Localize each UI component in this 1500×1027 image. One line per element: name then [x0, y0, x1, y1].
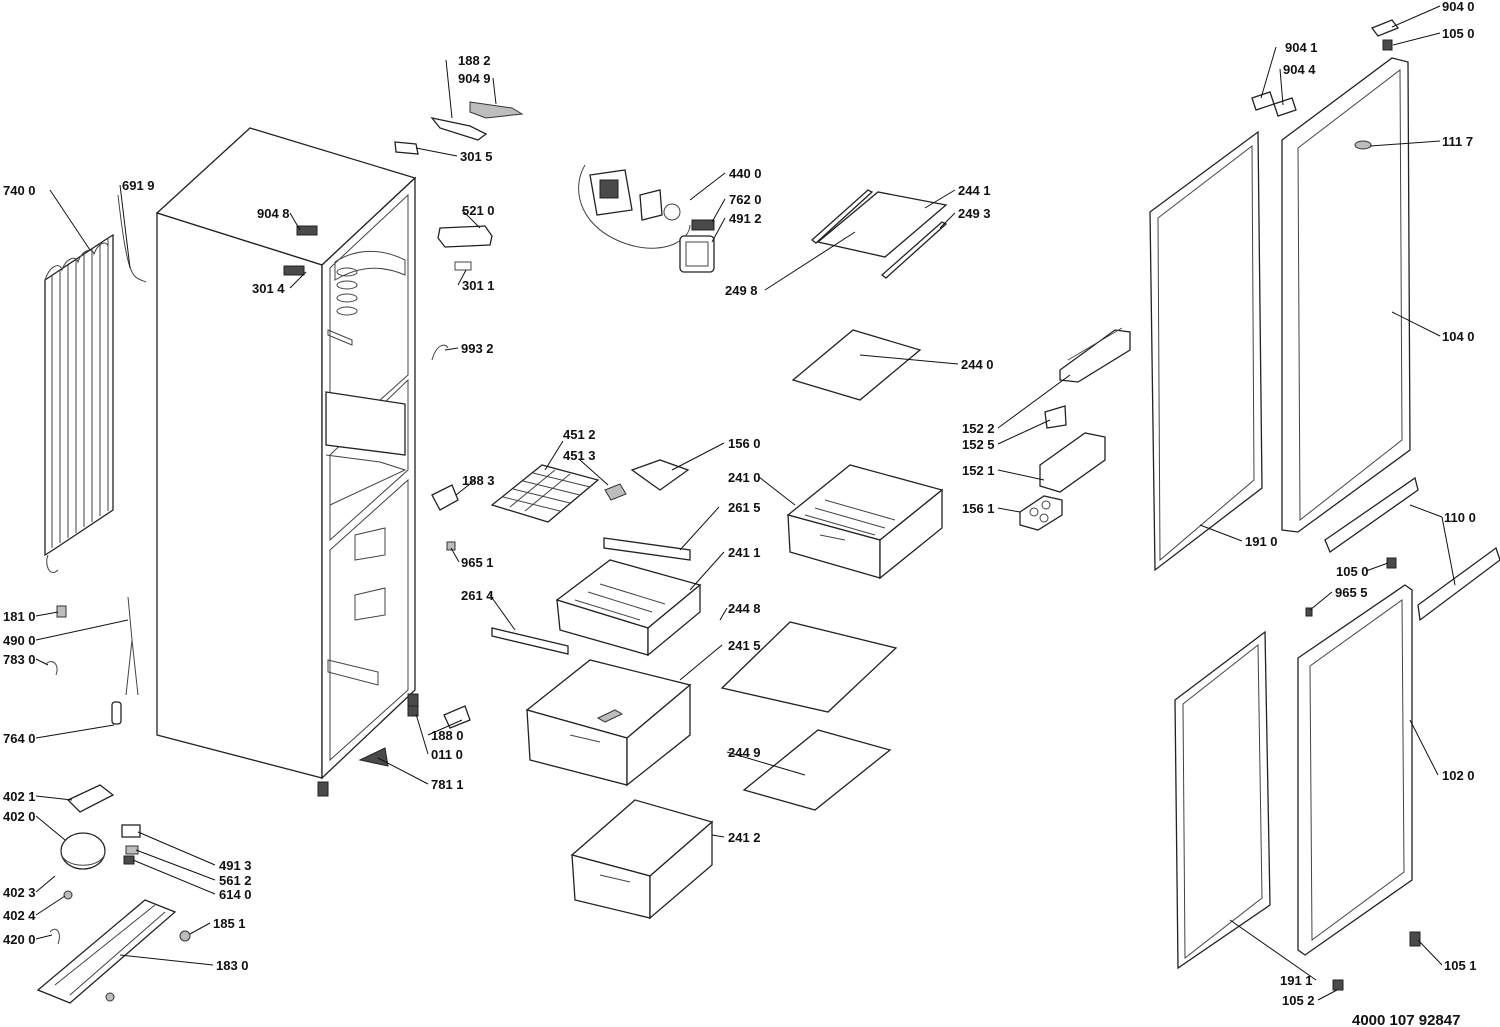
drawer-241-0-part[interactable] — [786, 464, 944, 580]
callout-244-1[interactable]: 244 1 — [958, 183, 991, 198]
callout-188-0[interactable]: 188 0 — [431, 728, 464, 743]
glass-shelf-mid-part[interactable] — [791, 329, 922, 401]
callout-521-0[interactable]: 521 0 — [462, 203, 495, 218]
callout-965-5[interactable]: 965 5 — [1335, 585, 1368, 600]
callout-904-9[interactable]: 904 9 — [458, 71, 491, 86]
thermostat-assembly-part[interactable] — [578, 164, 715, 273]
callout-241-2[interactable]: 241 2 — [728, 830, 761, 845]
callout-783-0[interactable]: 783 0 — [3, 652, 36, 667]
callout-402-0[interactable]: 402 0 — [3, 809, 36, 824]
drawer-241-1-part[interactable] — [491, 537, 702, 657]
callout-965-1[interactable]: 965 1 — [461, 555, 494, 570]
callout-993-2[interactable]: 993 2 — [461, 341, 494, 356]
leader-lines — [35, 5, 1456, 1001]
lower-door-gasket-part[interactable] — [1174, 630, 1271, 970]
callout-188-2[interactable]: 188 2 — [458, 53, 491, 68]
callout-402-4[interactable]: 402 4 — [3, 908, 36, 923]
callout-762-0[interactable]: 762 0 — [729, 192, 762, 207]
callout-241-0[interactable]: 241 0 — [728, 470, 761, 485]
callout-labels: 904 0 105 0 904 1 904 4 111 7 104 0 188 … — [3, 0, 1477, 1027]
callout-011-0[interactable]: 011 0 — [431, 747, 463, 762]
callout-261-4[interactable]: 261 4 — [461, 588, 494, 603]
callout-261-5[interactable]: 261 5 — [728, 500, 761, 515]
drawer-241-2-part[interactable] — [570, 799, 714, 920]
callout-188-3[interactable]: 188 3 — [462, 473, 495, 488]
callout-904-1[interactable]: 904 1 — [1285, 40, 1318, 55]
door-bin-upper-part[interactable] — [1059, 327, 1131, 383]
top-hinge-part[interactable] — [394, 101, 524, 155]
wire-grille-part[interactable] — [490, 459, 690, 523]
compressor-part[interactable] — [60, 784, 141, 900]
callout-181-0[interactable]: 181 0 — [3, 609, 36, 624]
callout-105-1[interactable]: 105 1 — [1444, 958, 1477, 973]
callout-105-2[interactable]: 105 2 — [1282, 993, 1315, 1008]
document-number: 4000 107 92847 — [1352, 1012, 1460, 1027]
callout-191-0[interactable]: 191 0 — [1245, 534, 1278, 549]
lower-door-part[interactable] — [1297, 557, 1421, 991]
callout-156-0[interactable]: 156 0 — [728, 436, 761, 451]
callout-111-7[interactable]: 111 7 — [1442, 134, 1473, 149]
upper-door-part[interactable] — [1251, 19, 1419, 553]
callout-244-0[interactable]: 244 0 — [961, 357, 994, 372]
cabinet-body-part[interactable] — [155, 127, 419, 797]
callout-904-4[interactable]: 904 4 — [1283, 62, 1316, 77]
callout-451-3[interactable]: 451 3 — [563, 448, 596, 463]
door-handle-part[interactable] — [1417, 546, 1500, 622]
callout-241-5[interactable]: 241 5 — [728, 638, 761, 653]
upper-door-gasket-part[interactable] — [1149, 130, 1263, 572]
callout-152-1[interactable]: 152 1 — [962, 463, 995, 478]
drawer-241-5-part[interactable] — [525, 659, 692, 787]
callout-614-0[interactable]: 614 0 — [219, 887, 252, 902]
callout-244-8[interactable]: 244 8 — [728, 601, 761, 616]
condenser-coil-part[interactable] — [44, 194, 147, 573]
callout-185-1[interactable]: 185 1 — [213, 916, 246, 931]
door-bin-lower-part[interactable] — [1039, 405, 1106, 493]
callout-440-0[interactable]: 440 0 — [729, 166, 762, 181]
callout-451-2[interactable]: 451 2 — [563, 427, 596, 442]
callout-105-0-mid[interactable]: 105 0 — [1336, 564, 1369, 579]
fan-cover-part[interactable] — [431, 225, 493, 361]
callout-904-8[interactable]: 904 8 — [257, 206, 290, 221]
callout-249-8[interactable]: 249 8 — [725, 283, 758, 298]
callout-152-5[interactable]: 152 5 — [962, 437, 995, 452]
callout-301-5[interactable]: 301 5 — [460, 149, 493, 164]
callout-781-1[interactable]: 781 1 — [431, 777, 464, 792]
glass-shelf-low-part[interactable] — [720, 621, 898, 713]
callout-561-2[interactable]: 561 2 — [219, 873, 252, 888]
callout-691-9[interactable]: 691 9 — [122, 178, 155, 193]
callout-156-1[interactable]: 156 1 — [962, 501, 995, 516]
callout-241-1[interactable]: 241 1 — [728, 545, 761, 560]
callout-740-0[interactable]: 740 0 — [3, 183, 36, 198]
callout-764-0[interactable]: 764 0 — [3, 731, 36, 746]
callout-110-0[interactable]: 110 0 — [1444, 510, 1476, 525]
glass-shelf-top-part[interactable] — [810, 189, 948, 279]
callout-249-3[interactable]: 249 3 — [958, 206, 991, 221]
callout-904-0[interactable]: 904 0 — [1442, 0, 1475, 14]
callout-402-3[interactable]: 402 3 — [3, 885, 36, 900]
callout-104-0[interactable]: 104 0 — [1442, 329, 1475, 344]
glass-shelf-bottom-part[interactable] — [742, 729, 892, 811]
egg-tray-part[interactable] — [1019, 495, 1063, 531]
small-hardware-part[interactable] — [45, 484, 471, 945]
callout-152-2[interactable]: 152 2 — [962, 421, 995, 436]
callout-301-4[interactable]: 301 4 — [252, 281, 285, 296]
callout-191-1[interactable]: 191 1 — [1280, 973, 1313, 988]
callout-301-1[interactable]: 301 1 — [462, 278, 495, 293]
callout-183-0[interactable]: 183 0 — [216, 958, 249, 973]
callout-244-9[interactable]: 244 9 — [728, 745, 761, 760]
callout-491-3[interactable]: 491 3 — [219, 858, 252, 873]
callout-491-2[interactable]: 491 2 — [729, 211, 762, 226]
callout-102-0[interactable]: 102 0 — [1442, 768, 1475, 783]
callout-402-1[interactable]: 402 1 — [3, 789, 36, 804]
compressor-base-plate-part[interactable] — [36, 899, 177, 1004]
callout-490-0[interactable]: 490 0 — [3, 633, 36, 648]
callout-420-0[interactable]: 420 0 — [3, 932, 36, 947]
callout-105-0-top[interactable]: 105 0 — [1442, 26, 1475, 41]
